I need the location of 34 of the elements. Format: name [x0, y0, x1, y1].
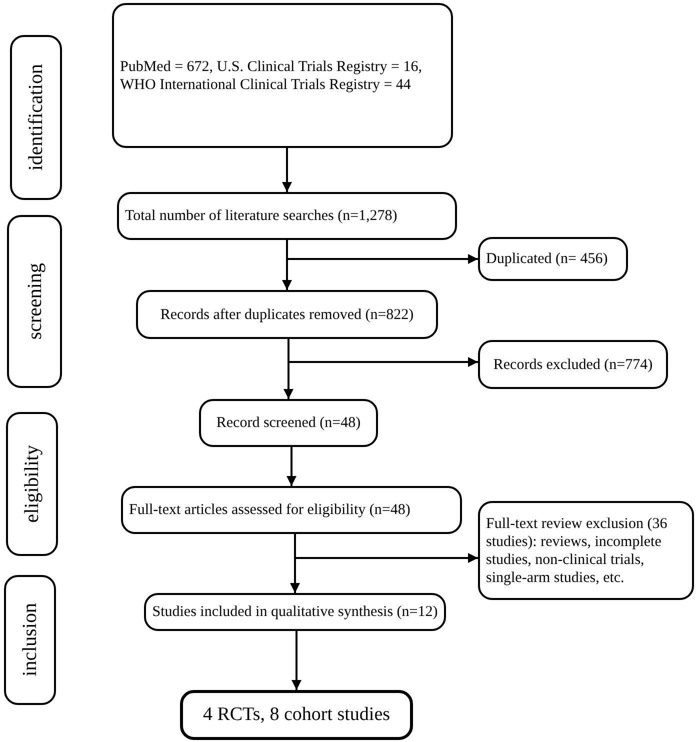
process-box	[112, 3, 453, 148]
arrow	[294, 534, 478, 563]
stage-label: screening	[22, 263, 46, 340]
step-text: Records excluded (n=774)	[493, 356, 653, 374]
stage-box	[7, 215, 62, 388]
process-box	[136, 290, 438, 339]
stage-box	[4, 575, 56, 705]
result-box	[180, 690, 413, 740]
stage-label: inclusion	[18, 603, 42, 677]
step-text: Total number of literature searches (n=1,278)	[125, 207, 398, 225]
process-box	[478, 237, 628, 281]
stage-box	[10, 35, 62, 200]
arrow	[286, 240, 478, 264]
step-text: 4 RCTs, 8 cohort studies	[202, 704, 390, 726]
arrow	[286, 447, 296, 486]
stage-label: eligibility	[20, 445, 44, 523]
process-box	[117, 192, 457, 240]
stage-box	[6, 412, 58, 556]
process-box	[144, 593, 446, 631]
step-text: Records after duplicates removed (n=822)	[160, 306, 414, 324]
process-box	[478, 501, 694, 600]
process-box	[199, 399, 378, 447]
arrow	[282, 148, 292, 192]
arrow	[288, 339, 478, 367]
step-text: Duplicated (n= 456)	[486, 250, 608, 268]
step-text: Record screened (n=48)	[216, 414, 361, 432]
arrow	[292, 631, 302, 690]
step-text: PubMed = 672, U.S. Clinical Trials Registry = 16, WHO International Clinical Trials Registry = 44	[120, 58, 423, 94]
step-text: Full-text articles assessed for eligibility (n=48)	[129, 501, 410, 519]
process-box	[478, 340, 668, 389]
stage-label: identification	[24, 64, 48, 171]
step-text: Full-text review exclusion (36 studies): reviews, incomplete studies, non-clinical trials, single-arm studies, etc.	[486, 514, 668, 586]
step-text: Studies included in qualitative synthesis (n=12)	[152, 603, 438, 621]
process-box	[121, 486, 462, 534]
